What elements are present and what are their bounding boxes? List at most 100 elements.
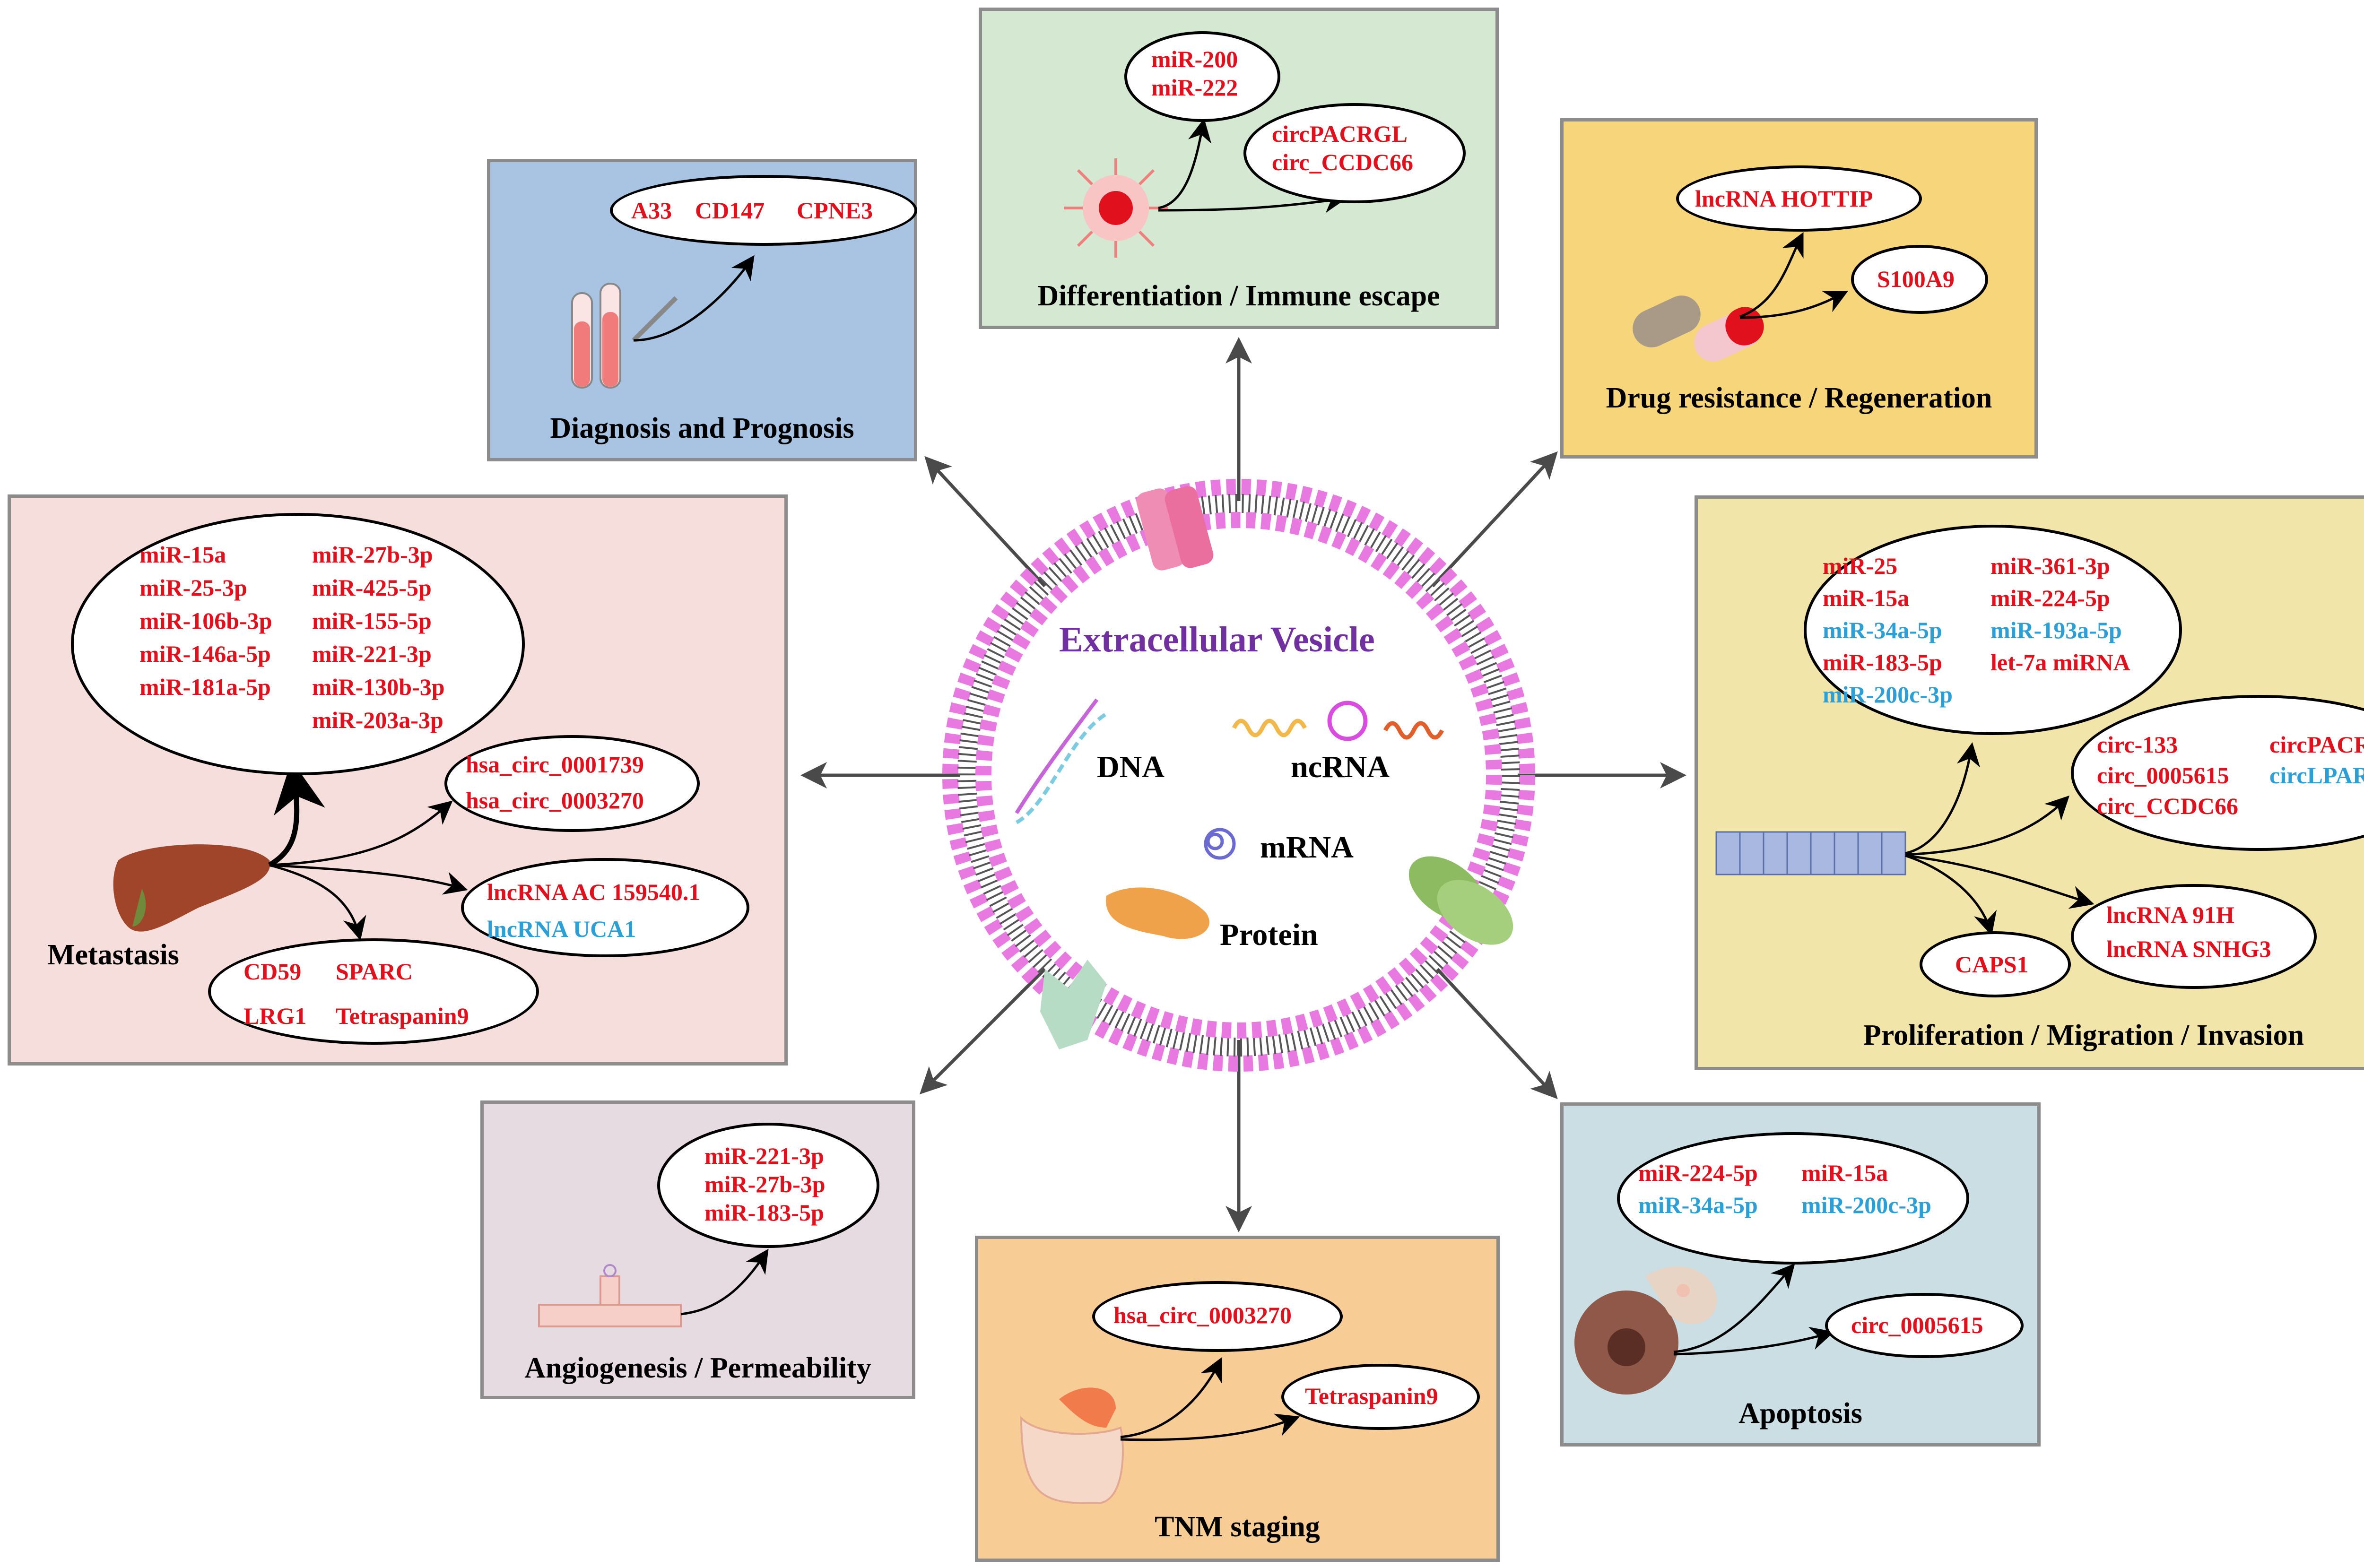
membrane-protein-green bbox=[1408, 856, 1513, 945]
protein-icon bbox=[1106, 887, 1209, 939]
diff-circ-2: circ_CCDC66 bbox=[1272, 149, 1413, 175]
angio-mir-2: miR-27b-3p bbox=[704, 1171, 826, 1197]
differentiation-title: Differentiation / Immune escape bbox=[1037, 280, 1440, 312]
diff-mir-oval bbox=[1124, 31, 1280, 122]
membrane-protein-mint bbox=[1040, 960, 1106, 1049]
meta-mir-l1: miR-15a bbox=[139, 541, 226, 568]
metastasis-title: Metastasis bbox=[47, 939, 179, 971]
prolif-circ-l1: circ-133 bbox=[2097, 731, 2178, 758]
angio-mir-oval bbox=[657, 1123, 879, 1248]
prolif-protein: CAPS1 bbox=[1955, 951, 2029, 978]
proliferation-title: Proliferation / Migration / Invasion bbox=[1863, 1019, 2304, 1051]
prolif-mir-l3: miR-34a-5p bbox=[1823, 617, 1942, 643]
tnm-title: TNM staging bbox=[1155, 1511, 1320, 1543]
diagnosis-oval bbox=[610, 175, 917, 246]
epithelial-cells-icon bbox=[1715, 831, 1906, 875]
prolif-arrow-protein bbox=[1905, 854, 1997, 936]
apop-mir-r2: miR-200c-3p bbox=[1801, 1192, 1931, 1218]
prolif-arrow-mir bbox=[1905, 742, 1981, 855]
tnm-circ: hsa_circ_0003270 bbox=[1113, 1302, 1292, 1328]
diff-circ-oval bbox=[1243, 103, 1466, 203]
angio-arrow bbox=[680, 1248, 769, 1316]
immune-cell-icon bbox=[1064, 158, 1168, 258]
diff-arrow-circ bbox=[1158, 189, 1347, 213]
prolif-circ-r2: circLPAR1 bbox=[2269, 762, 2364, 788]
meta-mir-r4: miR-221-3p bbox=[312, 641, 432, 667]
diagnosis-title: Diagnosis and Prognosis bbox=[550, 412, 854, 444]
meta-mir-r6: miR-203a-3p bbox=[312, 707, 443, 733]
dna-icon bbox=[1015, 698, 1108, 824]
drug-protein: S100A9 bbox=[1877, 266, 1955, 292]
prolif-circ-r1: circPACRGL bbox=[2269, 731, 2364, 758]
drug-arrow-lnc bbox=[1739, 232, 1804, 318]
meta-mir-l3: miR-106b-3p bbox=[139, 607, 272, 634]
apop-arrow-mir bbox=[1673, 1263, 1795, 1353]
prolif-circ-l3: circ_CCDC66 bbox=[2097, 793, 2238, 819]
meta-lnc-1: lncRNA AC 159540.1 bbox=[487, 879, 701, 905]
angiogenesis-title: Angiogenesis / Permeability bbox=[524, 1352, 871, 1384]
ncrna-icon bbox=[1232, 701, 1444, 741]
drug-arrow-protein bbox=[1739, 291, 1848, 319]
meta-arrow-protein bbox=[269, 864, 366, 941]
mrna-label: mRNA bbox=[1260, 830, 1354, 865]
apop-circ: circ_0005615 bbox=[1851, 1312, 1983, 1338]
meta-mir-r5: miR-130b-3p bbox=[312, 674, 445, 700]
drug-lnc: lncRNA HOTTIP bbox=[1695, 185, 1873, 212]
meta-lnc-2: lncRNA UCA1 bbox=[487, 916, 636, 942]
meta-circ-1: hsa_circ_0001739 bbox=[466, 751, 644, 778]
apop-circ-oval bbox=[1825, 1293, 2024, 1358]
tnm-protein: Tetraspanin9 bbox=[1305, 1383, 1438, 1409]
membrane-protein-pink bbox=[1136, 486, 1214, 571]
diff-mir-2: miR-222 bbox=[1151, 74, 1238, 101]
prolif-mir-r2: miR-224-5p bbox=[1990, 585, 2110, 611]
pill-icon bbox=[1633, 295, 1764, 362]
tnm-arrow-circ bbox=[1120, 1357, 1222, 1438]
meta-circ-2: hsa_circ_0003270 bbox=[466, 787, 644, 814]
diff-mir-1: miR-200 bbox=[1151, 46, 1238, 72]
ncrna-label: ncRNA bbox=[1291, 750, 1390, 784]
prolif-circ-l2: circ_0005615 bbox=[2097, 762, 2229, 788]
dna-label: DNA bbox=[1097, 750, 1165, 784]
main-arrows bbox=[800, 337, 1686, 1232]
prolif-mir-oval bbox=[1804, 525, 2182, 735]
diag-item-a33: A33 bbox=[631, 197, 672, 224]
tnm-protein-oval bbox=[1281, 1364, 1480, 1430]
blood-vessel-icon bbox=[538, 1264, 682, 1327]
diff-circ-1: circPACRGL bbox=[1272, 121, 1408, 147]
meta-arrow-lnc bbox=[269, 864, 468, 895]
meta-arrow-mir bbox=[268, 760, 325, 867]
drug-protein-oval bbox=[1851, 245, 1988, 314]
protein-label: Protein bbox=[1220, 918, 1318, 952]
prolif-protein-oval bbox=[1920, 931, 2071, 997]
prolif-lnc-oval bbox=[2071, 884, 2317, 989]
test-tube-icon bbox=[571, 283, 678, 389]
apop-mir-oval bbox=[1617, 1132, 1969, 1265]
apop-mir-l2: miR-34a-5p bbox=[1638, 1192, 1758, 1218]
prolif-mir-l2: miR-15a bbox=[1823, 585, 1910, 611]
prolif-mir-r3: miR-193a-5p bbox=[1990, 617, 2122, 643]
angio-mir-1: miR-221-3p bbox=[704, 1143, 824, 1169]
meta-protein-3: LRG1 bbox=[243, 1003, 307, 1029]
intestine-icon bbox=[1020, 1387, 1124, 1505]
prolif-lnc-1: lncRNA 91H bbox=[2106, 901, 2234, 928]
meta-arrow-circ bbox=[269, 800, 453, 866]
meta-mir-l5: miR-181a-5p bbox=[139, 674, 271, 700]
prolif-lnc-2: lncRNA SNHG3 bbox=[2106, 936, 2271, 962]
prolif-mir-l4: miR-183-5p bbox=[1823, 649, 1942, 676]
prolif-mir-l1: miR-25 bbox=[1823, 553, 1898, 579]
liver-icon bbox=[113, 844, 270, 932]
meta-mir-l4: miR-146a-5p bbox=[139, 641, 271, 667]
meta-mir-l2: miR-25-3p bbox=[139, 574, 247, 601]
meta-protein-4: Tetraspanin9 bbox=[336, 1003, 469, 1029]
diff-arrow-mir bbox=[1158, 118, 1212, 209]
prolif-mir-r4: let-7a miRNA bbox=[1990, 649, 2130, 676]
diagnosis-arrow bbox=[633, 255, 755, 342]
meta-protein-oval bbox=[208, 938, 539, 1045]
drug-title: Drug resistance / Regeneration bbox=[1606, 382, 1992, 414]
angio-mir-3: miR-183-5p bbox=[704, 1199, 824, 1226]
meta-mir-r3: miR-155-5p bbox=[312, 607, 432, 634]
tnm-arrow-protein bbox=[1120, 1413, 1300, 1441]
prolif-arrow-lnc bbox=[1905, 854, 2095, 909]
